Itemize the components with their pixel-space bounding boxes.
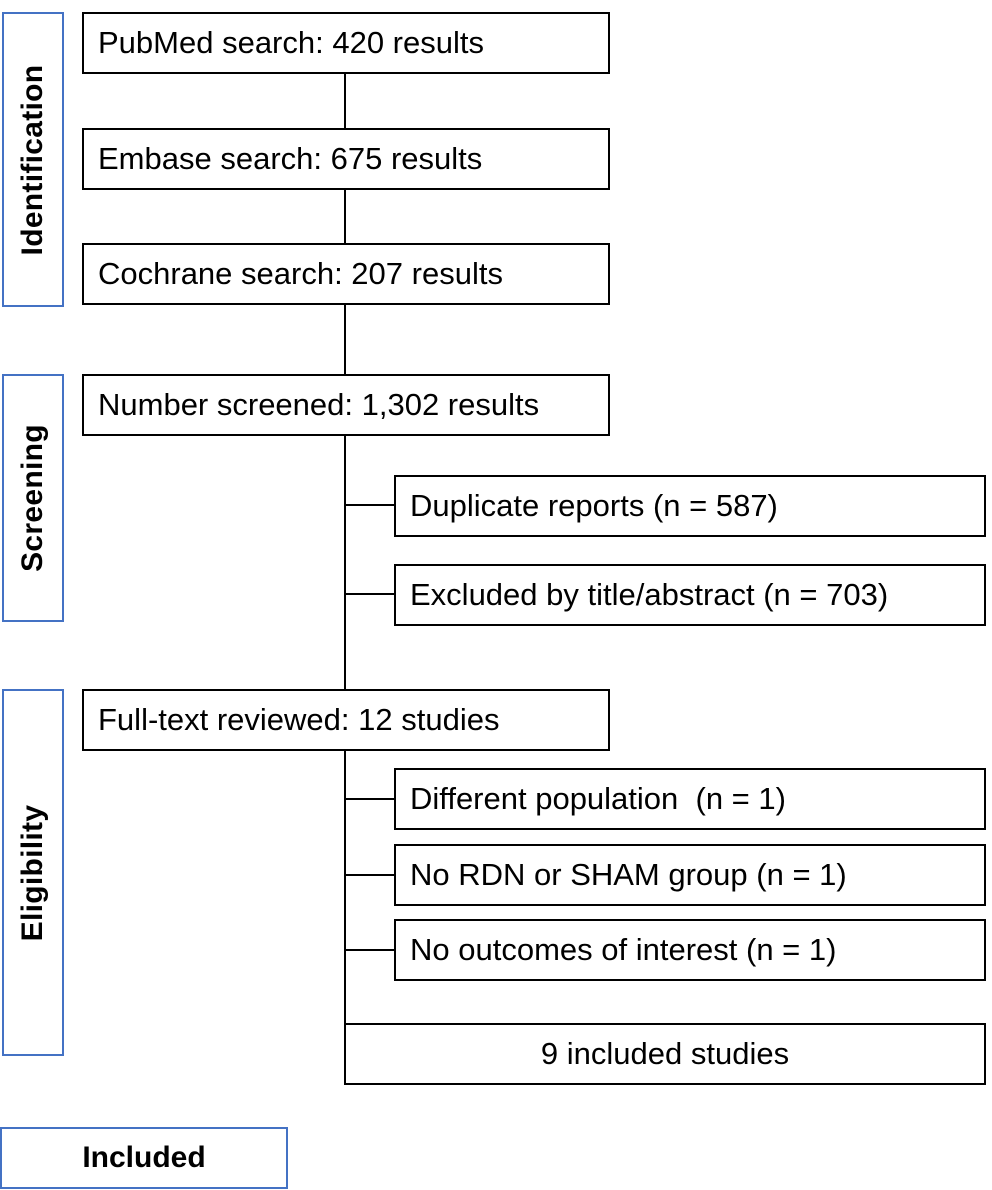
diff-population-box: Different population (n = 1) bbox=[394, 768, 986, 830]
excluded-title-text: Excluded by title/abstract (n = 703) bbox=[410, 577, 889, 612]
cochrane-text: Cochrane search: 207 results bbox=[98, 256, 503, 291]
stage-identification: Identification bbox=[2, 12, 64, 307]
duplicates-box: Duplicate reports (n = 587) bbox=[394, 475, 986, 537]
fulltext-text: Full-text reviewed: 12 studies bbox=[98, 702, 500, 737]
cochrane-box: Cochrane search: 207 results bbox=[82, 243, 610, 305]
diff-population-text: Different population (n = 1) bbox=[410, 781, 786, 816]
pubmed-text: PubMed search: 420 results bbox=[98, 25, 484, 60]
screened-box: Number screened: 1,302 results bbox=[82, 374, 610, 436]
pubmed-box: PubMed search: 420 results bbox=[82, 12, 610, 74]
stage-included: Included bbox=[0, 1127, 288, 1189]
stage-included-label: Included bbox=[82, 1141, 206, 1174]
connector-duplicates bbox=[344, 504, 394, 506]
stage-screening: Screening bbox=[2, 374, 64, 622]
excluded-title-box: Excluded by title/abstract (n = 703) bbox=[394, 564, 986, 626]
connector-no-outcomes bbox=[344, 949, 394, 951]
stage-identification-label: Identification bbox=[16, 64, 49, 255]
fulltext-box: Full-text reviewed: 12 studies bbox=[82, 689, 610, 751]
connector-diff-population bbox=[344, 798, 394, 800]
no-outcomes-box: No outcomes of interest (n = 1) bbox=[394, 919, 986, 981]
embase-text: Embase search: 675 results bbox=[98, 141, 483, 176]
no-outcomes-text: No outcomes of interest (n = 1) bbox=[410, 932, 837, 967]
connector-no-rdn-sham bbox=[344, 874, 394, 876]
stage-screening-label: Screening bbox=[16, 424, 49, 572]
main-flow-line bbox=[344, 73, 346, 1026]
included-studies-text: 9 included studies bbox=[540, 1036, 790, 1071]
included-studies-box: 9 included studies bbox=[344, 1023, 986, 1085]
no-rdn-sham-box: No RDN or SHAM group (n = 1) bbox=[394, 844, 986, 906]
stage-eligibility: Eligibility bbox=[2, 689, 64, 1056]
stage-eligibility-label: Eligibility bbox=[16, 804, 49, 941]
screened-text: Number screened: 1,302 results bbox=[98, 387, 540, 422]
duplicates-text: Duplicate reports (n = 587) bbox=[410, 488, 778, 523]
embase-box: Embase search: 675 results bbox=[82, 128, 610, 190]
connector-excluded-title bbox=[344, 593, 394, 595]
no-rdn-sham-text: No RDN or SHAM group (n = 1) bbox=[410, 857, 847, 892]
